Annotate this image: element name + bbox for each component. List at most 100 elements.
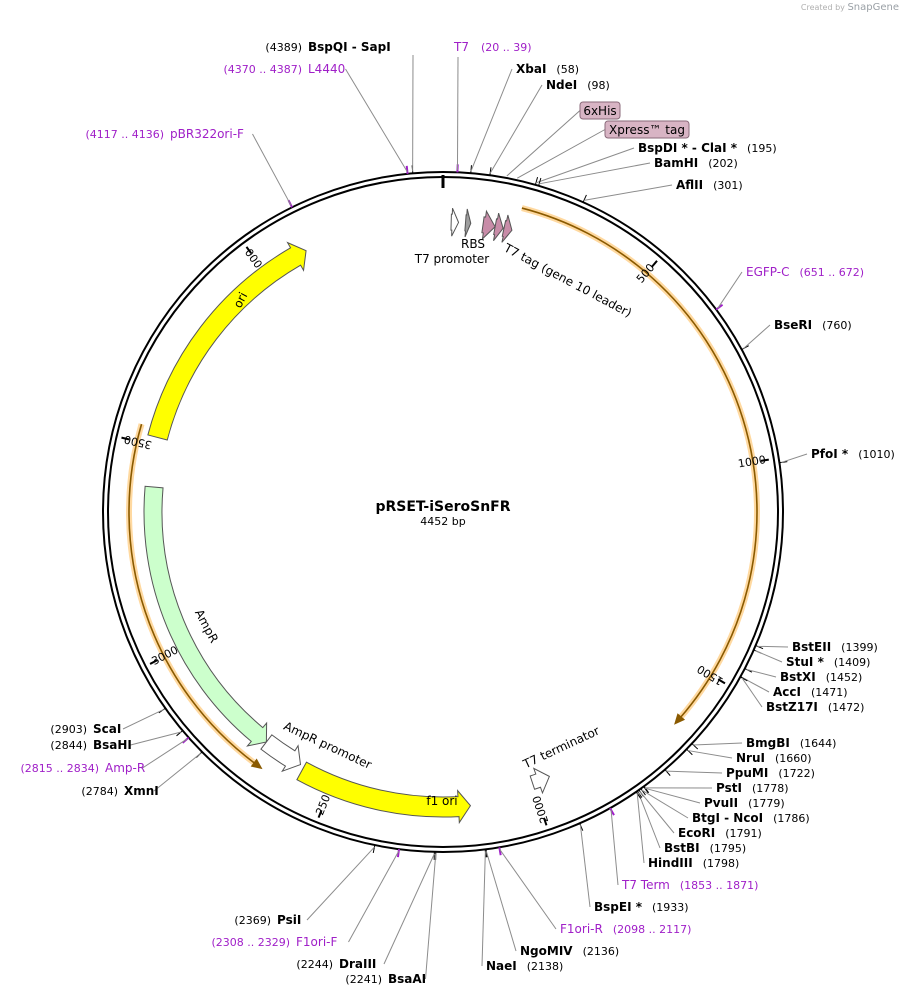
site-marker bbox=[498, 847, 502, 856]
site-position: (2241) bbox=[345, 973, 382, 986]
site-name: NdeI bbox=[546, 78, 577, 92]
site-position: (98) bbox=[587, 79, 610, 92]
site-name: PstI bbox=[716, 781, 742, 795]
site-marker bbox=[740, 676, 748, 682]
tick-mark bbox=[121, 436, 130, 441]
site-position: (1786) bbox=[773, 812, 810, 825]
tick-label: 3500 bbox=[123, 432, 153, 451]
site-name: EcoRI bbox=[678, 826, 715, 840]
tick-label: 2000 bbox=[530, 794, 551, 825]
site-name: BstZ17I bbox=[766, 700, 818, 714]
site-label-btgi-ncoi: BtgI - NcoI (1786) bbox=[692, 811, 810, 825]
site-position: (760) bbox=[822, 319, 852, 332]
label-connector bbox=[687, 750, 733, 759]
label-lines-layer bbox=[122, 54, 808, 980]
label-connector bbox=[383, 853, 435, 965]
site-marker bbox=[534, 176, 539, 185]
site-label-hindiii: HindIII(1798) bbox=[648, 856, 739, 870]
site-position: (2844) bbox=[50, 739, 87, 752]
tick-mark bbox=[245, 246, 253, 254]
site-position: (20 .. 39) bbox=[481, 41, 532, 54]
orf-arrowhead bbox=[250, 758, 263, 770]
feature-label-t7-promoter: T7 promoter bbox=[414, 252, 490, 266]
label-connector bbox=[153, 752, 201, 792]
site-name: PpuMI bbox=[726, 766, 768, 780]
site-label-ecori: EcoRI(1791) bbox=[678, 826, 762, 840]
label-connector bbox=[535, 147, 635, 184]
site-label-pvuii: PvuII(1779) bbox=[704, 796, 785, 810]
site-label-bstbi: BstBI(1795) bbox=[664, 841, 746, 855]
site-label-bmgbi: BmgBI(1644) bbox=[746, 736, 836, 750]
feature-f1-ori bbox=[296, 761, 472, 825]
site-position: (1853 .. 1871) bbox=[680, 879, 759, 892]
site-position: (1933) bbox=[652, 901, 689, 914]
site-name: BstBI bbox=[664, 841, 700, 855]
site-position: (1409) bbox=[834, 656, 871, 669]
site-position: (1722) bbox=[778, 767, 815, 780]
label-connector bbox=[481, 851, 486, 967]
site-name: StuI * bbox=[786, 655, 825, 669]
site-label-amp-r: Amp-R bbox=[105, 761, 145, 775]
site-marker bbox=[405, 165, 409, 174]
site-label-l4440: L4440 bbox=[308, 62, 345, 76]
feature-t7-terminator bbox=[529, 767, 551, 795]
site-label-f1ori-r: F1ori-R(2098 .. 2117) bbox=[560, 922, 691, 936]
label-connector bbox=[345, 68, 408, 173]
feature-label-t7-terminator: T7 terminator bbox=[520, 724, 602, 772]
site-label-xbai: XbaI(58) bbox=[516, 62, 579, 76]
site-label-ppumi: PpuMI (1722) bbox=[726, 766, 815, 780]
site-marker bbox=[643, 786, 649, 794]
label-connector bbox=[742, 677, 770, 693]
site-label-t7: T7(20 .. 39) bbox=[453, 40, 532, 54]
site-name: AccI bbox=[773, 685, 801, 699]
site-name: BspEI * bbox=[594, 900, 643, 914]
feature-ampr-promoter bbox=[260, 734, 302, 773]
site-name: PfoI * bbox=[811, 447, 849, 461]
site-label-naei: NaeI(2138) bbox=[486, 959, 563, 973]
site-label-bstxi: BstXI(1452) bbox=[780, 670, 862, 684]
feature-xpress-tag bbox=[501, 214, 513, 243]
label-connector bbox=[743, 324, 771, 349]
site-position: (2098 .. 2117) bbox=[613, 923, 692, 936]
site-position: (2136) bbox=[583, 945, 620, 958]
site-label-bamhi: BamHI(202) bbox=[654, 156, 738, 170]
site-name: XbaI bbox=[516, 62, 546, 76]
site-marker bbox=[582, 194, 587, 203]
site-position: (1644) bbox=[800, 737, 837, 750]
site-position: (195) bbox=[747, 142, 777, 155]
site-marker bbox=[640, 788, 646, 796]
label-connector bbox=[485, 851, 517, 952]
site-label-xmni: XmnI bbox=[124, 784, 159, 798]
site-label-nrui: NruI(1660) bbox=[736, 751, 812, 765]
site-position: (1798) bbox=[703, 857, 740, 870]
site-name: BspDI * - ClaI * bbox=[638, 141, 738, 155]
plasmid-length: 4452 bp bbox=[420, 515, 465, 528]
orf-arc-glow bbox=[521, 205, 760, 720]
label-connector bbox=[348, 850, 400, 943]
tick-label: 1500 bbox=[695, 662, 726, 688]
feature-label-t7-tag-gene-10-leader: T7 tag (gene 10 leader) bbox=[501, 240, 634, 320]
orf-layer bbox=[126, 205, 760, 770]
site-position: (2903) bbox=[50, 723, 87, 736]
label-connector bbox=[693, 742, 743, 746]
site-position: (651 .. 672) bbox=[799, 266, 864, 279]
label-connector bbox=[637, 792, 661, 849]
site-marker bbox=[715, 303, 724, 311]
site-position: (1472) bbox=[828, 701, 865, 714]
site-position: (4389) bbox=[265, 41, 302, 54]
label-connector bbox=[539, 162, 651, 185]
snapgene-credit: Created by SnapGene bbox=[801, 2, 899, 13]
tag-box-6xhis bbox=[579, 101, 621, 120]
site-position: (2369) bbox=[234, 914, 271, 927]
site-position: (1779) bbox=[748, 797, 785, 810]
tick-mark bbox=[760, 458, 769, 462]
site-name: BtgI - NcoI bbox=[692, 811, 763, 825]
label-connector bbox=[130, 731, 182, 746]
site-name: AflII bbox=[676, 178, 703, 192]
site-label-bspei: BspEI * (1933) bbox=[594, 900, 689, 914]
label-connector bbox=[717, 271, 743, 309]
label-connector bbox=[636, 793, 645, 864]
site-label-bstz17i: BstZ17I (1472) bbox=[766, 700, 864, 714]
label-connector bbox=[757, 645, 789, 648]
